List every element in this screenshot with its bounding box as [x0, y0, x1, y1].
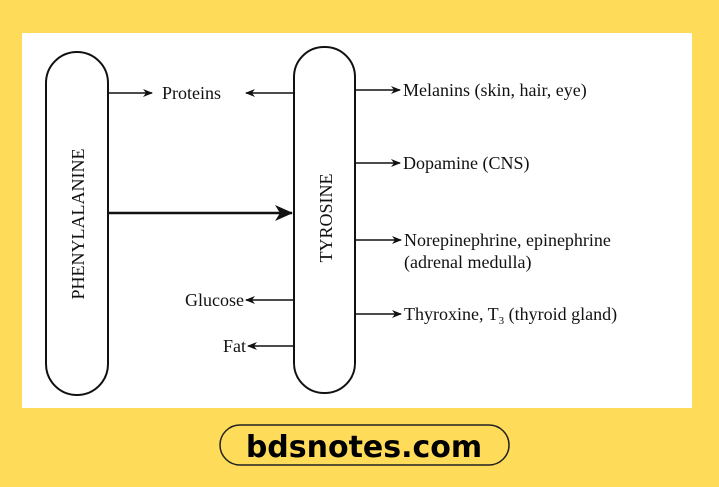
- site-badge: [219, 424, 510, 466]
- dopamine-label: Dopamine (CNS): [403, 153, 529, 174]
- melanins-label: Melanins (skin, hair, eye): [403, 80, 587, 101]
- proteins-label: Proteins: [162, 83, 221, 103]
- norepinephrine-label: Norepinephrine, epinephrine: [404, 230, 611, 250]
- thyroxine-label: Thyroxine, T3 (thyroid gland): [404, 304, 617, 327]
- tyrosine-label: TYROSINE: [316, 173, 336, 262]
- phenylalanine-label: PHENYLALANINE: [68, 149, 88, 300]
- glucose-label: Glucose: [185, 290, 244, 310]
- adrenal-medulla-label: (adrenal medulla): [404, 252, 531, 273]
- diagram-panel: [22, 33, 692, 408]
- tyrosine-node: [293, 46, 356, 394]
- phenylalanine-node: [45, 51, 109, 396]
- fat-label: Fat: [223, 336, 246, 356]
- site-name: bdsnotes.com: [246, 430, 482, 465]
